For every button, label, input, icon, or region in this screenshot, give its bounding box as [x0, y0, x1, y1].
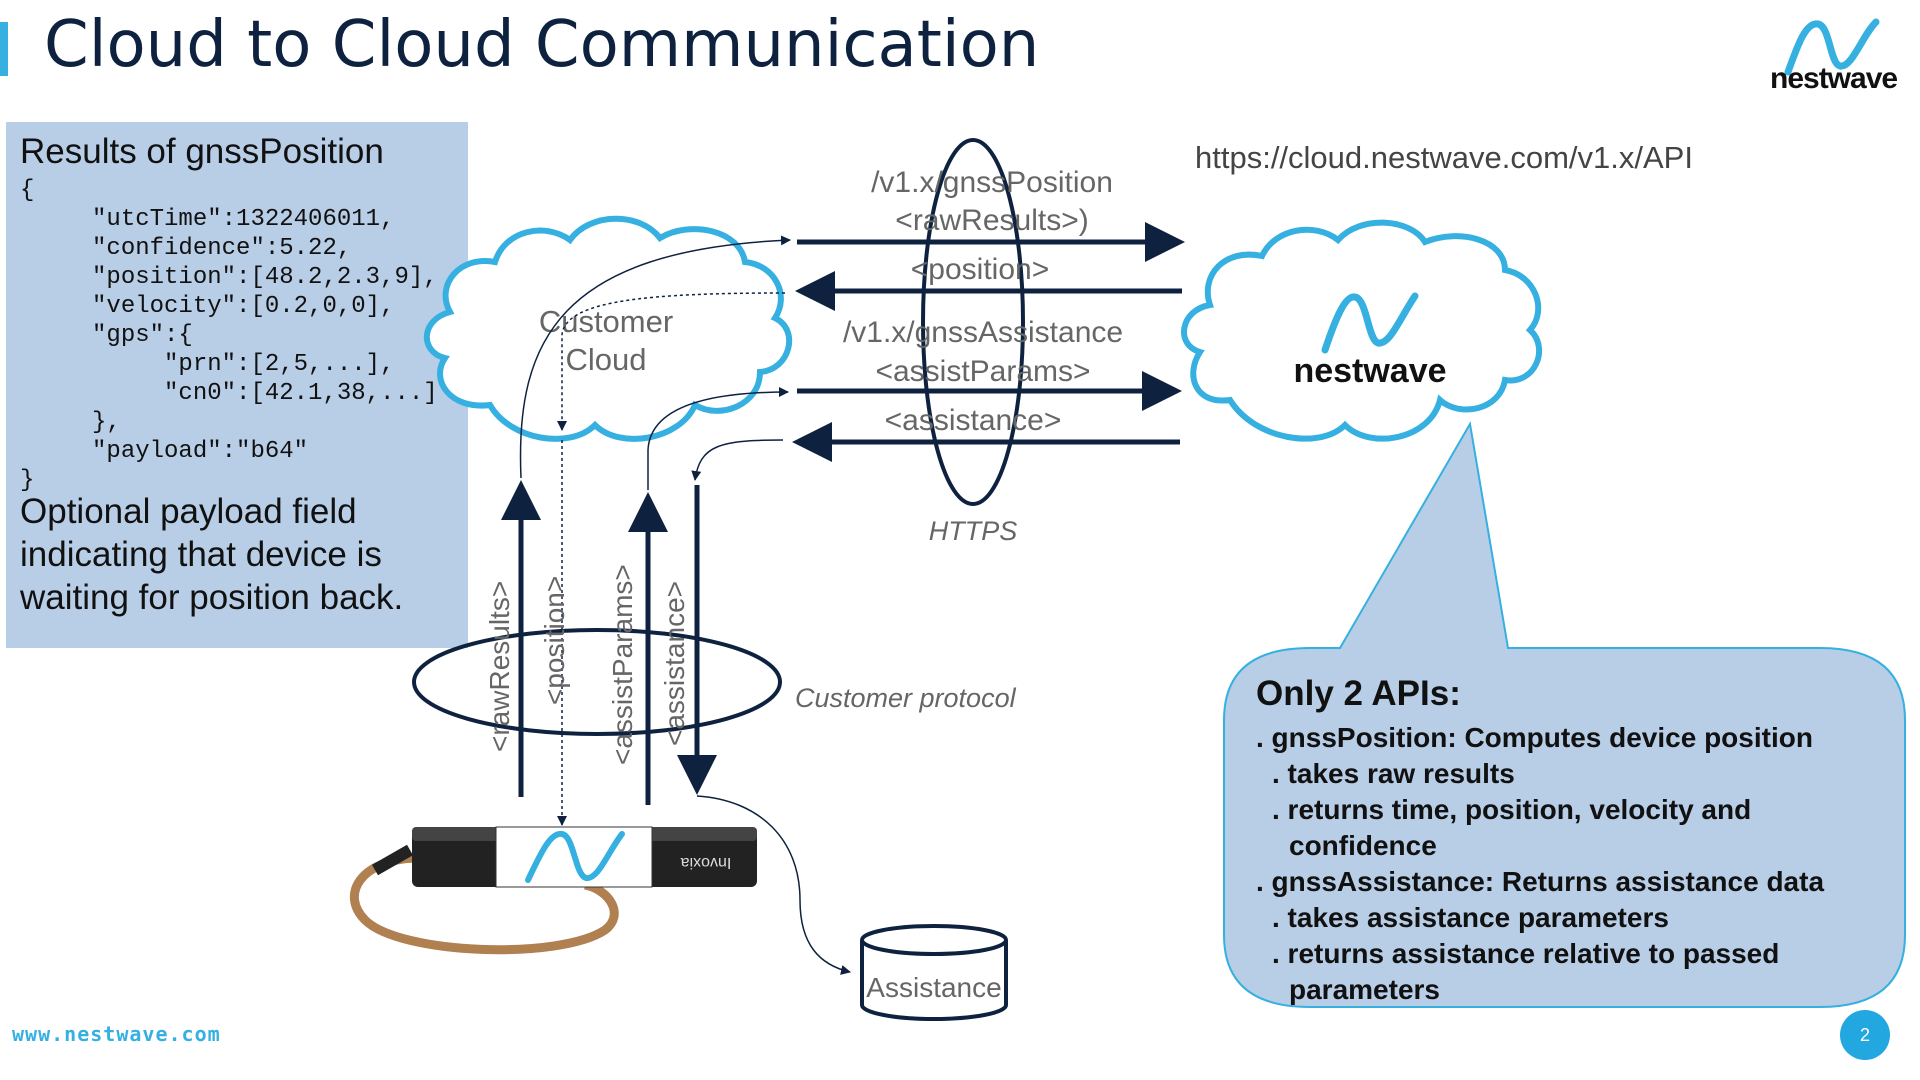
page-number-badge: 2	[1840, 1010, 1890, 1060]
msg-gnss-assistance-2: <assistParams>	[875, 355, 1090, 388]
callout-bubble	[1223, 421, 1906, 1008]
customer-cloud-shape	[423, 215, 793, 442]
vlabel-assistparams: <assistParams>	[607, 564, 638, 765]
results-note: Optional payload field indicating that d…	[20, 492, 404, 617]
msg-gnss-assistance-1: /v1.x/gnssAssistance	[843, 316, 1123, 349]
callout-line: confidence	[1289, 830, 1437, 861]
customer-protocol-label: Customer protocol	[795, 683, 1017, 713]
connector-rawresults	[519, 235, 791, 479]
footer-website-link[interactable]: www.nestwave.com	[12, 1022, 221, 1046]
nestwave-logo-icon	[1784, 18, 1880, 76]
nestwave-cloud-shape	[1181, 219, 1543, 442]
callout-line: parameters	[1289, 974, 1440, 1005]
results-heading: Results of gnssPosition	[20, 132, 384, 171]
callout-line: . takes raw results	[1272, 758, 1515, 789]
results-json-code: { "utcTime":1322406011, "confidence":5.2…	[20, 177, 438, 494]
device-wave-icon	[525, 830, 625, 883]
slide-title: Cloud to Cloud Communication	[44, 8, 1040, 82]
assistance-database: Assistance	[860, 924, 1008, 1021]
https-label: HTTPS	[929, 516, 1018, 546]
nestwave-cloud-label: nestwave	[1293, 352, 1446, 390]
database-label: Assistance	[866, 972, 1001, 1003]
device-brand-text: Invoxia	[681, 854, 732, 871]
msg-gnss-position-2: <rawResults>)	[895, 204, 1088, 237]
customer-cloud-label-2: Cloud	[566, 342, 647, 377]
callout-line: . returns time, position, velocity and	[1272, 794, 1752, 825]
callout-line: . takes assistance parameters	[1272, 902, 1669, 933]
logo-text: nestwave	[1770, 62, 1898, 95]
vlabel-rawresults: <rawResults>	[484, 581, 515, 752]
connector-assistparams	[647, 387, 789, 490]
customer-cloud-label-1: Customer	[539, 304, 673, 339]
title-accent-bar	[0, 22, 8, 76]
callout-line: . gnssPosition: Computes device position	[1256, 722, 1813, 753]
msg-position: <position>	[911, 253, 1049, 286]
msg-gnss-position-1: /v1.x/gnssPosition	[871, 166, 1113, 199]
connector-position	[557, 292, 786, 431]
device-strap	[350, 853, 619, 955]
callout-text: Only 2 APIs: . gnssPosition: Computes de…	[1256, 674, 1896, 1008]
https-ellipse	[921, 138, 1025, 506]
callout-line: . gnssAssistance: Returns assistance dat…	[1256, 866, 1825, 897]
vlabel-position: <position>	[539, 576, 570, 705]
api-url: https://cloud.nestwave.com/v1.x/API	[1195, 140, 1693, 175]
connector-to-database	[696, 795, 851, 975]
results-panel	[6, 122, 468, 648]
callout-heading: Only 2 APIs:	[1256, 674, 1461, 713]
customer-protocol-ellipse	[412, 628, 782, 736]
vlabel-assistance: <assistance>	[659, 581, 690, 746]
nestwave-cloud-wave-icon	[1321, 292, 1419, 354]
msg-assistance: <assistance>	[885, 404, 1062, 437]
connector-assistance	[691, 439, 784, 481]
callout-line: . returns assistance relative to passed	[1272, 938, 1780, 969]
tracker-device: Invoxia	[350, 826, 757, 955]
